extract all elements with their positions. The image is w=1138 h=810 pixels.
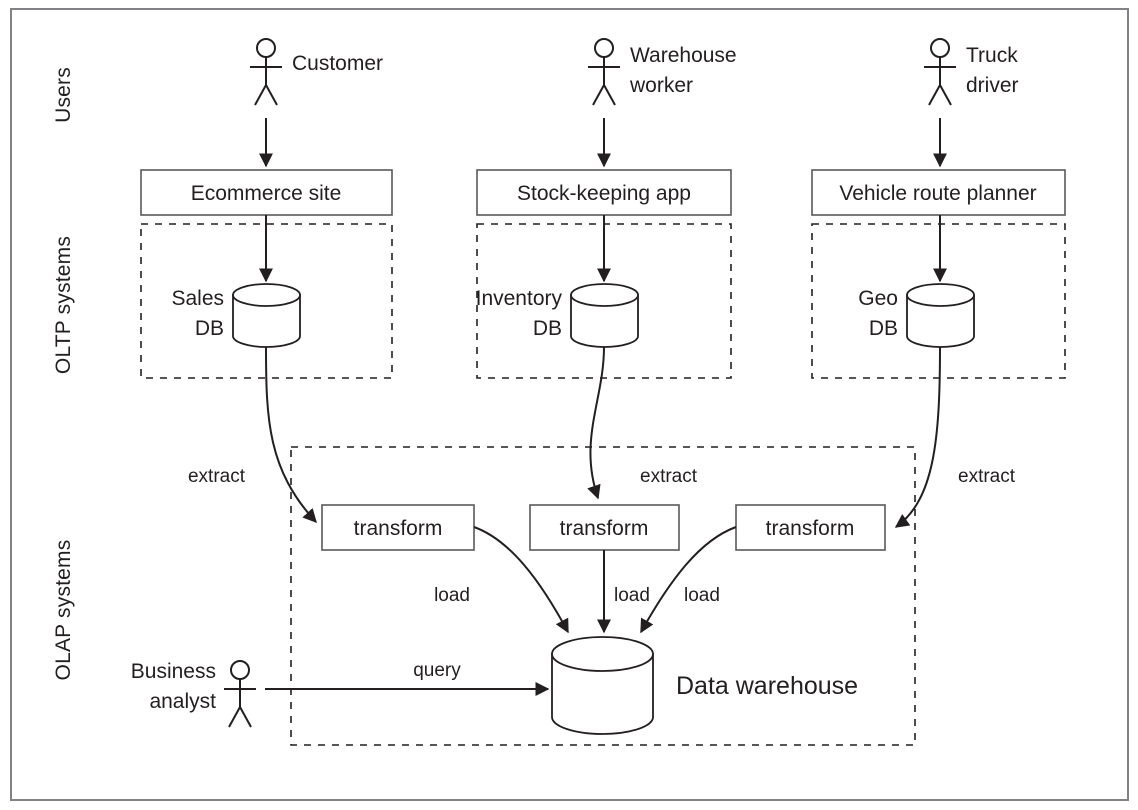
transform-label-1: transform	[354, 517, 443, 540]
actor-truck-driver: Truck driver	[924, 38, 1019, 106]
actor-label-warehouse-worker-line2: worker	[629, 74, 693, 97]
database-label-inventory-db-line1: Inventory	[476, 287, 563, 310]
app-label-stock-keeping-app: Stock-keeping app	[517, 182, 691, 205]
database-geo-db[interactable]: Geo DB	[858, 283, 975, 348]
edge-label-extract-3: extract	[958, 466, 1016, 487]
edge-label-load-1: load	[434, 585, 470, 606]
database-label-inventory-db-line2: DB	[533, 317, 562, 340]
oltp-region-geo	[811, 223, 1066, 379]
lane-label-olap: OLAP systems	[52, 540, 75, 681]
oltp-region-sales	[140, 223, 393, 379]
database-inventory-db[interactable]: Inventory DB	[476, 283, 639, 348]
edge-label-extract-1: extract	[188, 466, 246, 487]
stick-figure-icon	[588, 38, 620, 106]
data-warehouse-cylinder[interactable]: Data warehouse	[551, 636, 858, 735]
app-box-stock-keeping-app[interactable]: Stock-keeping app	[476, 169, 732, 216]
edge-label-load-2: load	[614, 585, 650, 606]
database-label-sales-db-line1: Sales	[171, 287, 224, 310]
connector-load-1	[473, 526, 569, 634]
app-box-vehicle-route-planner[interactable]: Vehicle route planner	[811, 169, 1066, 216]
actor-warehouse-worker: Warehouse worker	[588, 38, 737, 106]
app-label-vehicle-route-planner: Vehicle route planner	[839, 182, 1036, 205]
edge-label-extract-2: extract	[640, 466, 698, 487]
edge-label-query: query	[413, 660, 461, 681]
stick-figure-icon	[250, 38, 282, 106]
edge-label-load-3: load	[684, 585, 720, 606]
lane-label-users: Users	[52, 67, 75, 123]
actor-label-truck-driver-line1: Truck	[966, 44, 1018, 67]
actor-label-warehouse-worker-line1: Warehouse	[630, 44, 737, 67]
connector-extract-sales	[265, 346, 317, 524]
stick-figure-icon	[924, 38, 956, 106]
transform-box-1[interactable]: transform	[321, 504, 475, 551]
transform-box-3[interactable]: transform	[735, 504, 886, 551]
lane-label-oltp: OLTP systems	[52, 236, 75, 374]
data-warehouse-label: Data warehouse	[676, 672, 858, 700]
database-label-sales-db-line2: DB	[195, 317, 224, 340]
database-sales-db[interactable]: Sales DB	[171, 283, 301, 348]
stick-figure-icon	[224, 660, 256, 728]
connector-extract-geo	[894, 346, 941, 528]
olap-region	[290, 446, 916, 746]
actor-label-business-analyst-line2: analyst	[149, 690, 216, 713]
transform-label-3: transform	[766, 517, 855, 540]
outer-frame	[10, 8, 1129, 801]
actor-customer: Customer	[250, 38, 383, 106]
connector-extract-inventory	[587, 346, 605, 500]
app-label-ecommerce-site: Ecommerce site	[191, 182, 342, 205]
actor-label-truck-driver-line2: driver	[966, 74, 1019, 97]
database-label-geo-db-line2: DB	[869, 317, 898, 340]
actor-business-analyst: Business analyst	[131, 660, 256, 728]
transform-label-2: transform	[560, 517, 649, 540]
transform-box-2[interactable]: transform	[529, 504, 680, 551]
database-label-geo-db-line1: Geo	[858, 287, 898, 310]
actor-label-customer: Customer	[292, 52, 383, 75]
connector-load-3	[640, 526, 737, 634]
app-box-ecommerce-site[interactable]: Ecommerce site	[140, 169, 393, 216]
actor-label-business-analyst-line1: Business	[131, 660, 216, 683]
